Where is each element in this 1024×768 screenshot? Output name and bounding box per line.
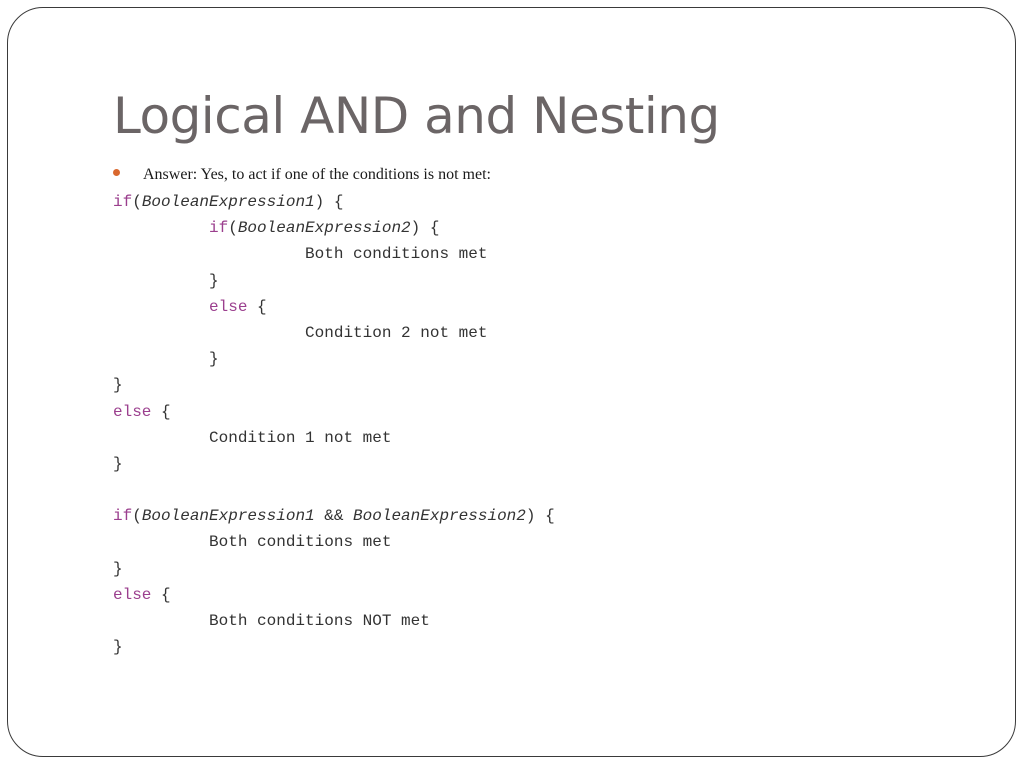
- code-line: else {: [113, 294, 555, 320]
- code-line: }: [113, 372, 555, 398]
- bullet-dot-icon: [113, 169, 120, 176]
- code-expression: BooleanExpression1: [141, 193, 315, 211]
- code-line: Condition 1 not met: [113, 425, 555, 451]
- code-line: }: [113, 346, 555, 372]
- code-line: }: [113, 451, 555, 477]
- code-text: }: [113, 559, 123, 578]
- code-line: Both conditions met: [113, 241, 555, 267]
- slide-frame: [7, 7, 1016, 757]
- code-keyword: else: [113, 402, 152, 421]
- code-text: (: [228, 219, 238, 238]
- code-keyword: if: [209, 219, 229, 238]
- code-text: {: [247, 297, 267, 316]
- code-block: if(BooleanExpression1) { if(BooleanExpre…: [113, 189, 555, 660]
- code-text: Both conditions met: [113, 245, 488, 264]
- code-keyword: else: [113, 585, 152, 604]
- code-line: }: [113, 556, 555, 582]
- code-text: ) {: [525, 507, 555, 526]
- code-text: ) {: [410, 219, 440, 238]
- code-keyword: else: [209, 297, 248, 316]
- code-line: if(BooleanExpression1) {: [113, 189, 555, 215]
- code-line: Both conditions met: [113, 529, 555, 555]
- code-expression: BooleanExpression2: [353, 507, 526, 526]
- code-text: (: [132, 193, 142, 211]
- code-line: else {: [113, 582, 555, 608]
- code-text: }: [113, 376, 123, 395]
- code-text: &&: [314, 507, 354, 526]
- code-text: ) {: [314, 193, 344, 211]
- code-text: }: [113, 454, 123, 473]
- code-keyword: if: [113, 507, 133, 526]
- slide-title: Logical AND and Nesting: [113, 87, 720, 145]
- code-line: }: [113, 634, 555, 660]
- code-keyword: if: [113, 193, 133, 211]
- code-text: [113, 298, 209, 316]
- code-text: {: [151, 585, 171, 604]
- code-text: Condition 1 not met: [113, 428, 392, 447]
- code-line: if(BooleanExpression1 && BooleanExpressi…: [113, 503, 555, 529]
- code-text: }: [113, 350, 219, 369]
- code-text: Both conditions NOT met: [113, 612, 430, 630]
- bullet-item: Answer: Yes, to act if one of the condit…: [113, 163, 491, 187]
- code-line: Both conditions NOT met: [113, 608, 555, 634]
- code-text: (: [132, 507, 142, 526]
- code-text: {: [151, 402, 171, 421]
- code-line: Condition 2 not met: [113, 320, 555, 346]
- code-line: if(BooleanExpression2) {: [113, 215, 555, 241]
- bullet-text: Answer: Yes, to act if one of the condit…: [143, 166, 491, 183]
- code-text: }: [113, 638, 123, 657]
- code-expression: BooleanExpression1: [141, 507, 315, 526]
- code-line: else {: [113, 399, 555, 425]
- code-text: }: [113, 271, 219, 290]
- code-expression: BooleanExpression2: [237, 219, 411, 238]
- code-line: [113, 477, 555, 503]
- code-text: [113, 219, 209, 237]
- code-text: Condition 2 not met: [113, 323, 488, 342]
- code-line: }: [113, 268, 555, 294]
- code-text: Both conditions met: [113, 533, 392, 552]
